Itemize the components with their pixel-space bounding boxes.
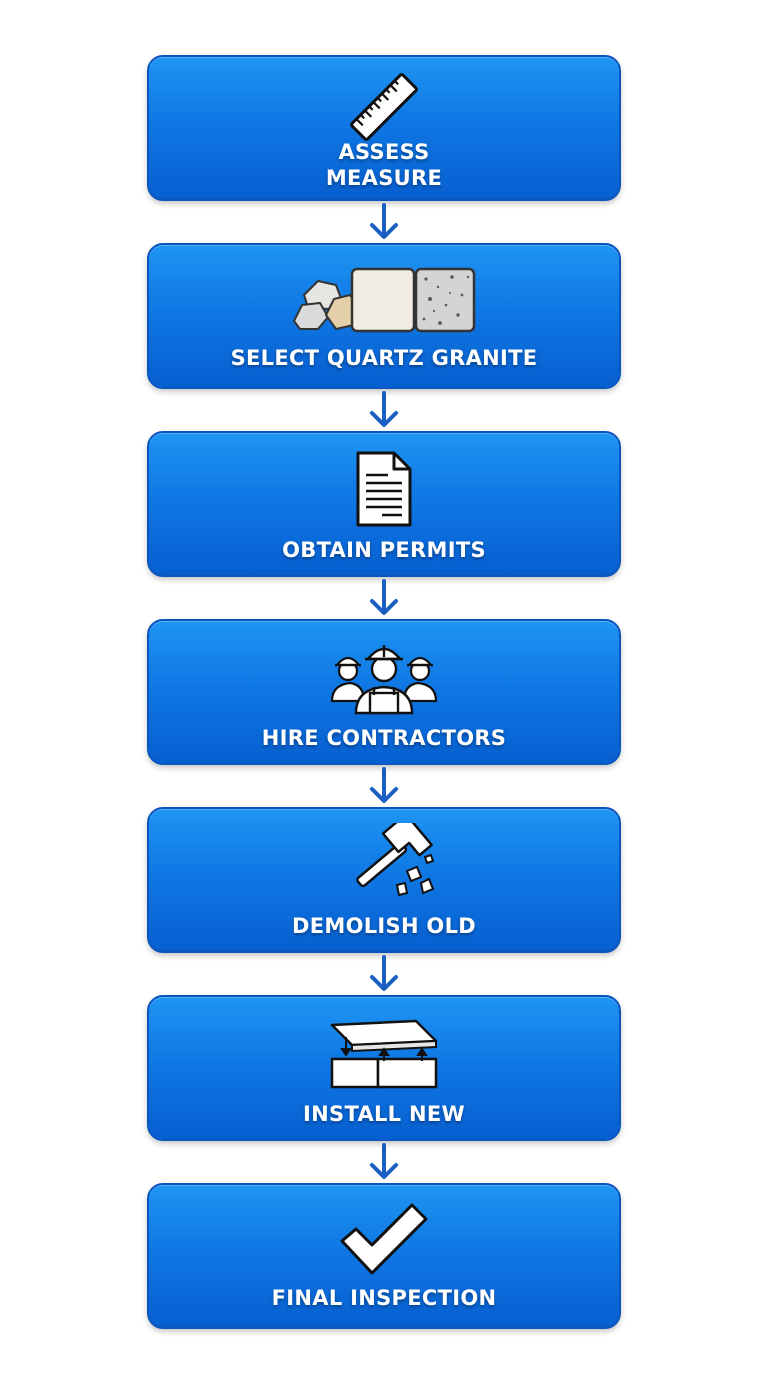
hammer-icon: [356, 823, 435, 897]
step-label-line-1: ASSESS: [338, 140, 430, 164]
step-label: FINAL INSPECTION: [149, 1285, 619, 1311]
step-install-new: INSTALL NEW: [147, 995, 621, 1141]
step-label: OBTAIN PERMITS: [149, 537, 619, 563]
step-label-line-1: SELECT QUARTZ GRANITE: [230, 346, 538, 370]
step-label-line-1: FINAL INSPECTION: [271, 1286, 497, 1310]
step-label: ASSESS MEASURE: [149, 139, 619, 191]
flow-arrow: [370, 1143, 398, 1179]
flow-arrow: [370, 955, 398, 991]
step-label: SELECT QUARTZ GRANITE: [149, 345, 619, 371]
ruler-icon: [350, 73, 418, 141]
document-icon: [356, 451, 412, 527]
step-select-quartz-granite: SELECT QUARTZ GRANITE: [147, 243, 621, 389]
step-label-line-1: OBTAIN PERMITS: [282, 538, 486, 562]
step-label-line-1: INSTALL NEW: [303, 1102, 465, 1126]
countertop-install-icon: [330, 1019, 438, 1089]
step-label-line-1: DEMOLISH OLD: [292, 914, 476, 938]
flow-arrow: [370, 391, 398, 427]
checkmark-icon: [340, 1203, 428, 1275]
step-final-inspection: FINAL INSPECTION: [147, 1183, 621, 1329]
step-label: INSTALL NEW: [149, 1101, 619, 1127]
flow-arrow: [370, 767, 398, 803]
step-label-line-1: HIRE CONTRACTORS: [261, 726, 507, 750]
step-assess-measure: ASSESS MEASURE: [147, 55, 621, 201]
step-label: HIRE CONTRACTORS: [149, 725, 619, 751]
step-demolish-old: DEMOLISH OLD: [147, 807, 621, 953]
step-label: DEMOLISH OLD: [149, 913, 619, 939]
step-label-line-2: MEASURE: [325, 166, 443, 190]
step-hire-contractors: HIRE CONTRACTORS: [147, 619, 621, 765]
step-obtain-permits: OBTAIN PERMITS: [147, 431, 621, 577]
flow-arrow: [370, 579, 398, 615]
flow-arrow: [370, 203, 398, 239]
workers-icon: [330, 645, 438, 715]
stone-samples-icon: [292, 267, 476, 333]
